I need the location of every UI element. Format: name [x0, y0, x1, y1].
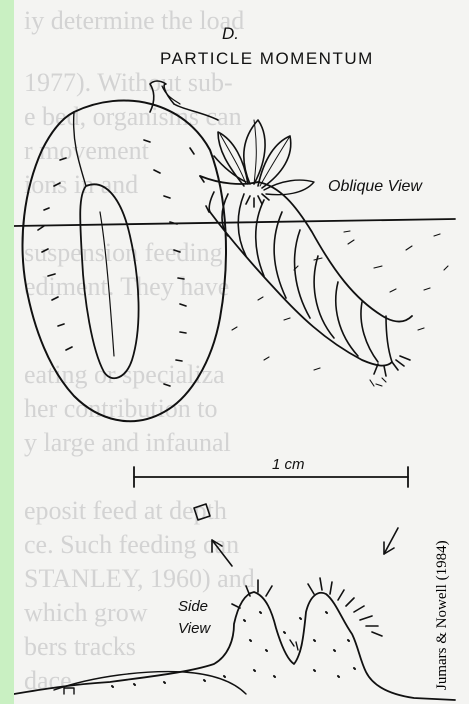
specimen-drawing: [14, 0, 469, 704]
sediment-marks: [232, 231, 448, 386]
oblique-view-label: Oblique View: [328, 178, 422, 196]
panel-letter: D.: [222, 24, 239, 44]
scale-bar-label: 1 cm: [272, 456, 305, 473]
scale-bar: [134, 467, 408, 487]
side-view-profile: [14, 578, 455, 700]
particle-pellet: [194, 504, 210, 520]
worm: [200, 120, 412, 376]
side-view-label: Side View: [178, 596, 228, 640]
figure-title: PARTICLE MOMENTUM: [160, 49, 374, 69]
figure-panel: iy determine the load 1977). Without sub…: [14, 0, 469, 704]
arrow-left: [212, 540, 232, 566]
bivalve-shell: [23, 81, 226, 421]
figure-credit: Jumars & Nowell (1984): [434, 540, 451, 690]
arrow-right: [384, 528, 398, 554]
